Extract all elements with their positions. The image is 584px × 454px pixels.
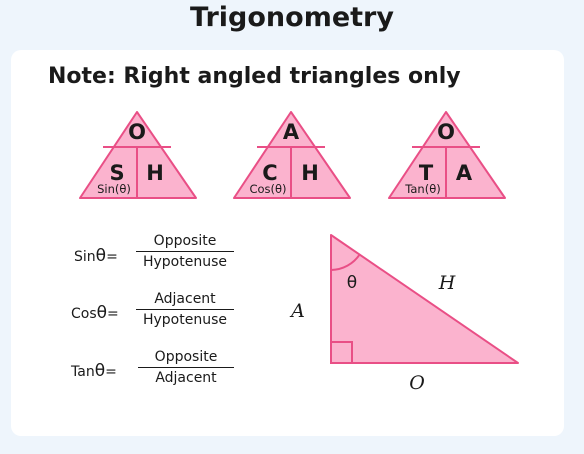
triangle-sin-left: S bbox=[109, 161, 124, 185]
formula-tan-theta: θ bbox=[94, 361, 106, 381]
note-heading: Note: Right angled triangles only bbox=[48, 64, 461, 89]
triangle-cos-top: A bbox=[283, 120, 300, 144]
triangle-cos-label: Cos(θ) bbox=[249, 182, 286, 196]
opposite-side-label: O bbox=[409, 372, 425, 394]
formula-tan-func: Tan bbox=[71, 364, 95, 380]
formula-cos-fraction: Adjacent Hypotenuse bbox=[136, 291, 234, 328]
right-triangle-shape bbox=[330, 234, 519, 364]
fraction-bar bbox=[136, 309, 234, 310]
triangle-tan-label: Tan(θ) bbox=[404, 182, 440, 196]
hypotenuse-side-label: H bbox=[438, 272, 456, 294]
triangle-tan-top: O bbox=[437, 120, 455, 144]
formula-tan-eq: = bbox=[105, 364, 117, 380]
triangle-cos: A C H Cos(θ) bbox=[233, 111, 351, 199]
formula-sin-func: Sin bbox=[74, 249, 96, 265]
formula-cos-eq: = bbox=[107, 306, 119, 322]
formula-sin-fraction: Opposite Hypotenuse bbox=[136, 233, 234, 270]
formula-sin-eq: = bbox=[106, 249, 118, 265]
formula-sin-theta: θ bbox=[95, 246, 107, 266]
triangle-sin-right: H bbox=[146, 161, 164, 185]
formula-tan-numerator: Opposite bbox=[154, 349, 218, 365]
content-card bbox=[11, 50, 564, 436]
triangle-sin: O S H Sin(θ) bbox=[79, 111, 197, 199]
right-angle-marker bbox=[330, 341, 353, 364]
formula-cos-numerator: Adjacent bbox=[154, 291, 216, 307]
fraction-bar bbox=[136, 251, 234, 252]
triangle-sin-label: Sin(θ) bbox=[97, 182, 131, 196]
triangle-tan-left: T bbox=[419, 161, 434, 185]
angle-arc bbox=[330, 253, 361, 271]
adjacent-side-label: A bbox=[289, 300, 305, 322]
triangle-tan-right: A bbox=[456, 161, 473, 185]
triangle-tan: O T A Tan(θ) bbox=[388, 111, 506, 199]
formula-tan-fraction: Opposite Adjacent bbox=[138, 349, 234, 386]
formula-sin-denominator: Hypotenuse bbox=[142, 254, 228, 270]
formula-sin-numerator: Opposite bbox=[153, 233, 217, 249]
angle-label: θ bbox=[347, 273, 357, 293]
triangle-cos-left: C bbox=[262, 161, 277, 185]
formula-cos-func: Cos bbox=[71, 306, 97, 322]
formula-tan-denominator: Adjacent bbox=[155, 370, 217, 386]
formula-cos-theta: θ bbox=[96, 303, 108, 323]
fraction-bar bbox=[138, 367, 234, 368]
triangle-sin-top: O bbox=[128, 120, 146, 144]
page-title: Trigonometry bbox=[190, 2, 394, 33]
triangle-cos-right: H bbox=[301, 161, 319, 185]
formula-cos-denominator: Hypotenuse bbox=[142, 312, 228, 328]
right-triangle: θ A H O bbox=[289, 234, 519, 394]
